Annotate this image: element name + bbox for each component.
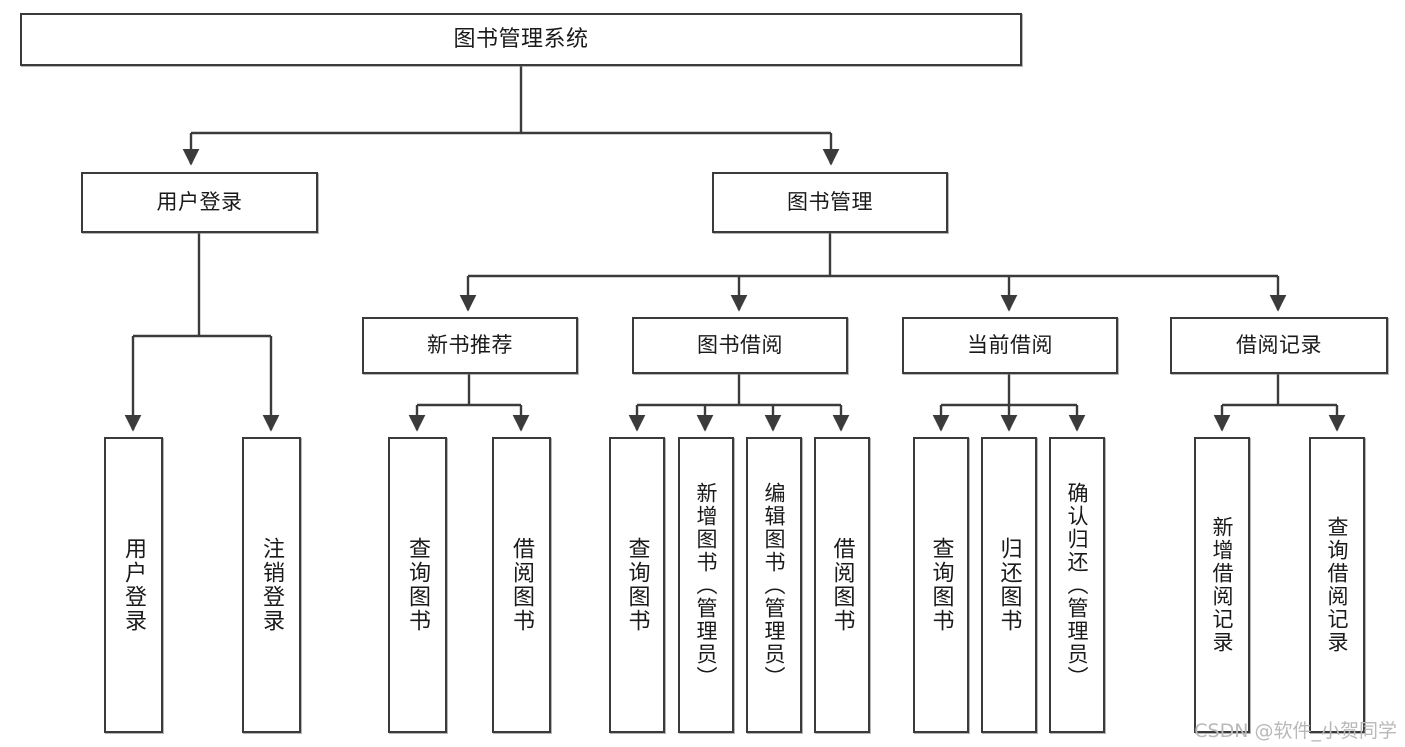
node-label: 查询图书 (928, 537, 954, 633)
leaf-query-books-borrow[interactable]: 查询图书 (609, 437, 665, 733)
node-label: 当前借阅 (967, 333, 1053, 358)
node-label: 新增图书（管理员） (694, 481, 719, 689)
node-label: 新增借阅记录 (1210, 516, 1235, 654)
node-current-borrowing[interactable]: 当前借阅 (902, 317, 1118, 374)
node-label: 查询借阅记录 (1325, 516, 1350, 654)
node-borrowing-records[interactable]: 借阅记录 (1170, 317, 1388, 374)
leaf-logout[interactable]: 注销登录 (242, 437, 301, 733)
node-label: 图书借阅 (697, 333, 783, 358)
leaf-add-borrow-record[interactable]: 新增借阅记录 (1194, 437, 1250, 733)
leaf-query-books-current[interactable]: 查询图书 (913, 437, 969, 733)
node-label: 借阅图书 (509, 537, 535, 633)
leaf-query-books-new[interactable]: 查询图书 (388, 437, 447, 733)
node-label: 查询图书 (624, 537, 650, 633)
node-label: 归还图书 (996, 537, 1022, 633)
node-new-book-recommendation[interactable]: 新书推荐 (362, 317, 578, 374)
node-label: 用户登录 (156, 190, 243, 215)
node-label: 确认归还（管理员） (1065, 481, 1090, 689)
leaf-query-borrow-record[interactable]: 查询借阅记录 (1309, 437, 1365, 733)
node-label: 编辑图书（管理员） (762, 481, 787, 689)
node-root-system[interactable]: 图书管理系统 (20, 13, 1022, 66)
leaf-confirm-return-admin[interactable]: 确认归还（管理员） (1049, 437, 1105, 733)
leaf-borrow-books-new[interactable]: 借阅图书 (492, 437, 551, 733)
leaf-add-book-admin[interactable]: 新增图书（管理员） (678, 437, 734, 733)
node-label: 新书推荐 (427, 333, 513, 358)
node-label: 查询图书 (405, 537, 431, 633)
leaf-return-books[interactable]: 归还图书 (981, 437, 1037, 733)
node-label: 注销登录 (259, 537, 285, 633)
node-label: 用户登录 (121, 537, 147, 633)
leaf-borrow-books[interactable]: 借阅图书 (814, 437, 870, 733)
node-book-borrowing[interactable]: 图书借阅 (632, 317, 848, 374)
leaf-user-login[interactable]: 用户登录 (104, 437, 163, 733)
node-user-login[interactable]: 用户登录 (81, 172, 318, 233)
node-label: 借阅图书 (829, 537, 855, 633)
node-book-management[interactable]: 图书管理 (712, 172, 948, 233)
node-label: 借阅记录 (1236, 333, 1322, 358)
leaf-edit-book-admin[interactable]: 编辑图书（管理员） (746, 437, 802, 733)
node-label: 图书管理系统 (453, 26, 589, 52)
csdn-watermark: CSDN @软件_小贺同学 (1194, 720, 1397, 742)
node-label: 图书管理 (787, 190, 873, 215)
